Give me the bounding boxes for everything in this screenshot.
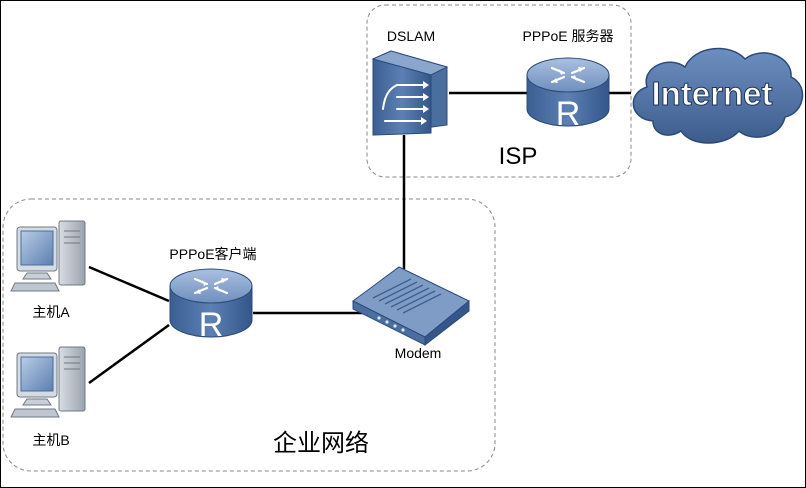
pppoe-server-router-glyph: R	[556, 95, 581, 133]
isp-zone	[366, 4, 632, 178]
isp-zone-label: ISP	[499, 143, 538, 170]
enterprise-zone-label: 企业网络	[273, 430, 369, 457]
pppoe-server-label: PPPoE 服务器	[522, 28, 613, 44]
enterprise-zone	[2, 198, 496, 472]
host-b-pc-icon	[10, 346, 86, 418]
modem-icon	[352, 266, 470, 347]
link-pppoe-client-host-b	[88, 323, 170, 385]
dslam-label: DSLAM	[387, 28, 435, 44]
pppoe-client-label: PPPoE客户端	[169, 246, 256, 262]
host-a-label: 主机A	[32, 304, 70, 320]
pppoe-server-router-icon: R	[525, 56, 611, 133]
host-a-pc-icon	[10, 220, 86, 292]
link-pppoe-client-host-a	[88, 265, 170, 303]
pppoe-client-router-glyph: R	[199, 306, 224, 344]
host-b-label: 主机B	[32, 432, 69, 448]
dslam-icon	[371, 50, 449, 136]
internet-label: Internet	[651, 75, 772, 112]
internet-cloud-icon	[632, 47, 804, 144]
pppoe-client-router-icon: R	[168, 267, 254, 344]
modem-label: Modem	[395, 345, 442, 361]
